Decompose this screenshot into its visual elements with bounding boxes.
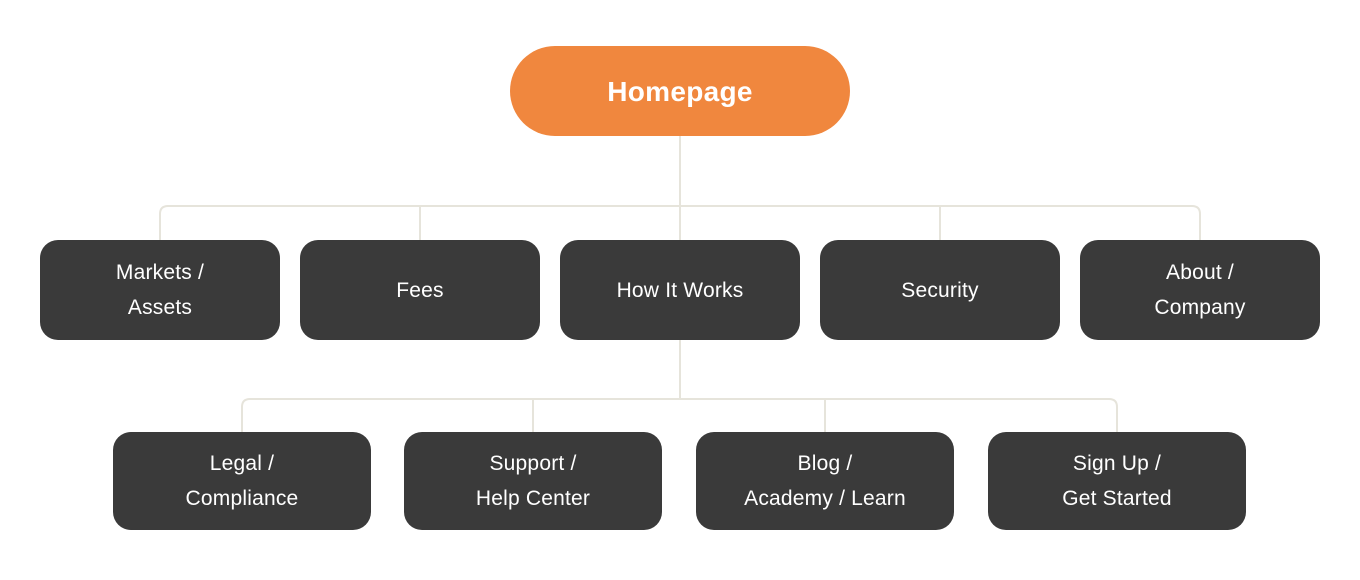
node-support-help-center: Support / Help Center xyxy=(404,432,662,530)
node-security: Security xyxy=(820,240,1060,340)
node-how-it-works: How It Works xyxy=(560,240,800,340)
node-homepage: Homepage xyxy=(510,46,850,136)
node-legal-compliance: Legal / Compliance xyxy=(113,432,371,530)
node-about-company: About / Company xyxy=(1080,240,1320,340)
node-markets-assets: Markets / Assets xyxy=(40,240,280,340)
node-fees: Fees xyxy=(300,240,540,340)
node-sign-up-get-started: Sign Up / Get Started xyxy=(988,432,1246,530)
node-blog-academy-learn: Blog / Academy / Learn xyxy=(696,432,954,530)
